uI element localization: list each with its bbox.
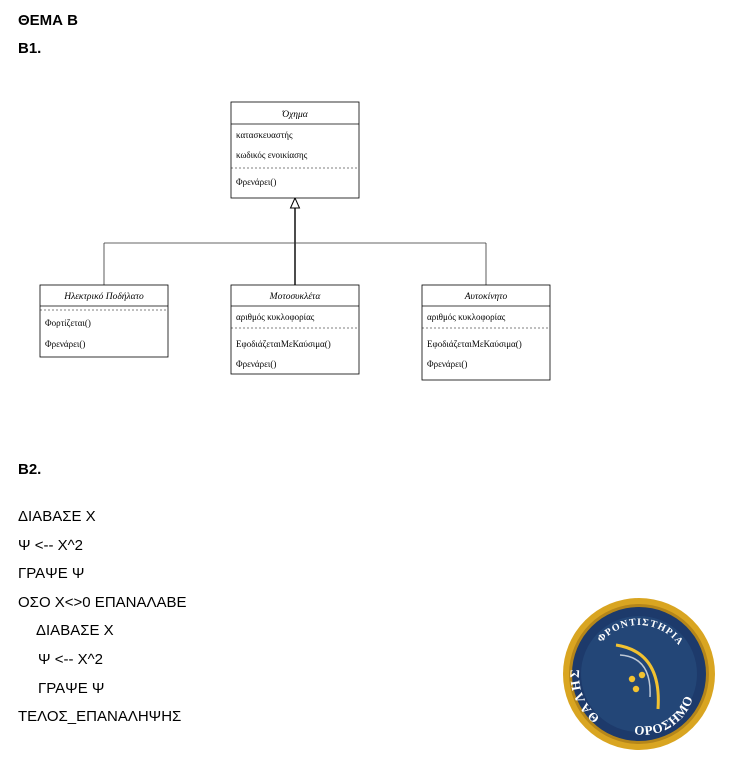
class-box <box>230 101 360 199</box>
class-method: ΕφοδιάζεταιΜεΚαύσιμα() <box>427 339 522 349</box>
class-attribute: αριθμός κυκλοφορίας <box>236 312 315 322</box>
class-box <box>230 284 360 375</box>
class-electric-bike: Ηλεκτρικό Ποδήλατο Φορτίζεται() Φρενάρει… <box>39 284 169 358</box>
class-car: Αυτοκίνητο αριθμός κυκλοφορίας Εφοδιάζετ… <box>421 284 551 381</box>
class-motorcycle: Μοτοσυκλέτα αριθμός κυκλοφορίας Εφοδιάζε… <box>230 284 360 375</box>
class-attribute: κατασκευαστής <box>236 130 293 140</box>
class-vehicle: Όχημα κατασκευαστής κωδικός ενοικίασης Φ… <box>230 101 360 199</box>
class-box <box>39 284 169 358</box>
class-method: Φορτίζεται() <box>45 318 91 328</box>
logo-dot <box>638 671 646 679</box>
topic-heading: ΘΕΜΑ Β <box>18 12 78 29</box>
logo-dot <box>628 675 636 683</box>
inheritance-arrow-icon <box>289 196 301 209</box>
code-line: ΓΡΑΨΕ Ψ <box>38 680 105 697</box>
code-line: ΤΕΛΟΣ_ΕΠΑΝΑΛΗΨΗΣ <box>18 708 182 725</box>
code-line: ΓΡΑΨΕ Ψ <box>18 565 85 582</box>
code-line: Ψ <-- Χ^2 <box>18 537 84 554</box>
code-line: ΟΣΟ Χ<>0 ΕΠΑΝΑΛΑΒΕ <box>18 594 187 611</box>
class-name: Όχημα <box>282 110 309 120</box>
class-name: Ηλεκτρικό Ποδήλατο <box>63 292 144 302</box>
logo-dot <box>632 685 640 693</box>
class-method: Φρενάρει() <box>45 339 85 349</box>
class-method: Φρενάρει() <box>236 359 276 369</box>
code-line: Ψ <-- Χ^2 <box>38 651 104 668</box>
code-line: ΔΙΑΒΑΣΕ Χ <box>18 508 96 525</box>
code-line: ΔΙΑΒΑΣΕ Χ <box>36 622 114 639</box>
b1-heading: Β1. <box>18 40 42 57</box>
uml-class-diagram: Όχημα κατασκευαστής κωδικός ενοικίασης Φ… <box>39 101 551 381</box>
class-name: Μοτοσυκλέτα <box>269 292 322 302</box>
class-attribute: αριθμός κυκλοφορίας <box>427 312 506 322</box>
class-name: Αυτοκίνητο <box>464 292 508 302</box>
b2-heading: Β2. <box>18 461 42 478</box>
class-method: Φρενάρει() <box>236 177 276 187</box>
class-method: Φρενάρει() <box>427 359 467 369</box>
class-attribute: κωδικός ενοικίασης <box>236 150 308 160</box>
thales-orosimo-logo: ΦΡΟΝΤΙΣΤΗΡΙΑ ΘΑΛΗΣ ΟΡΟΣΗΜΟ <box>563 598 715 750</box>
logo-swoosh <box>615 643 660 710</box>
logo-swoosh <box>619 654 651 698</box>
class-box <box>421 284 551 381</box>
class-method: ΕφοδιάζεταιΜεΚαύσιμα() <box>236 339 331 349</box>
